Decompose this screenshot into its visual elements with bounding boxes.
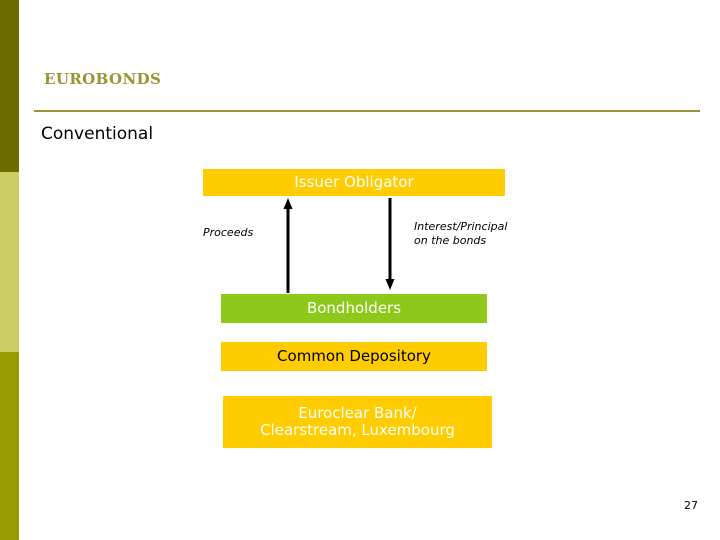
box-euroclear-label-line1: Euroclear Bank/ — [298, 403, 417, 422]
box-issuer-obligator-label: Issuer Obligator — [294, 172, 414, 191]
slide-subtitle: Conventional — [41, 124, 154, 144]
box-bondholders-label: Bondholders — [306, 298, 402, 317]
box-euroclear-label-line2: Clearstream, Luxembourg — [260, 421, 455, 439]
arrow-label-proceeds: Proceeds — [203, 226, 254, 239]
box-common-depository-label: Common Depository — [277, 346, 431, 365]
box-euroclear-label: Euroclear Bank/ Clearstream, Luxembourg — [260, 403, 455, 440]
arrow-interest-down — [385, 198, 395, 290]
arrow-label-interest: Interest/Principal on the bonds — [414, 220, 508, 247]
sidebar-band-middle — [0, 172, 19, 352]
box-issuer-obligator: Issuer Obligator — [203, 169, 505, 196]
page-number: 27 — [684, 499, 698, 512]
box-euroclear: Euroclear Bank/ Clearstream, Luxembourg — [223, 396, 492, 448]
page-title: EUROBONDS — [44, 70, 162, 88]
title-divider — [34, 110, 700, 112]
sidebar-band-bottom — [0, 352, 19, 540]
box-bondholders: Bondholders — [221, 294, 487, 323]
box-common-depository: Common Depository — [221, 342, 487, 371]
sidebar-band-top — [0, 0, 19, 172]
arrow-proceeds-up — [283, 198, 293, 293]
